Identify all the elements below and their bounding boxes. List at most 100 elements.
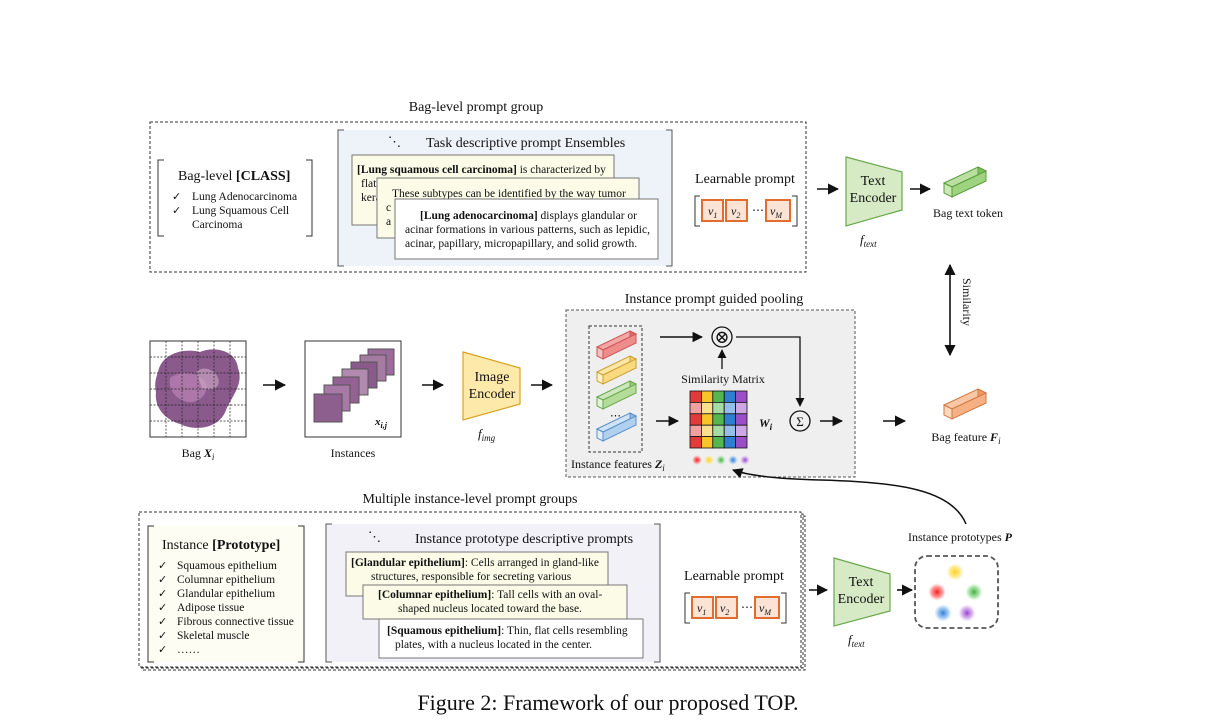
learnable-prompt-label: Learnable prompt bbox=[695, 172, 795, 187]
matrix-cell bbox=[689, 424, 702, 438]
bag-group-frame bbox=[149, 121, 807, 273]
token-box bbox=[754, 596, 780, 619]
prompt-card bbox=[394, 198, 659, 260]
prompt-card-text: [Lung adenocarcinoma] displays glandular… bbox=[420, 210, 637, 222]
instance-descriptive-prompts: ⋱ Instance prototype descriptive prompts… bbox=[325, 523, 661, 663]
similarity-matrix bbox=[689, 390, 748, 449]
matrix-cell bbox=[735, 424, 748, 438]
matrix-cell bbox=[701, 424, 714, 438]
check-icon: ✓ bbox=[158, 644, 167, 656]
matrix-cell bbox=[735, 413, 748, 426]
matrix-cell bbox=[701, 413, 714, 426]
matrix-cell bbox=[735, 401, 748, 415]
multiply-symbol: ⊗ bbox=[714, 327, 729, 347]
instances-var: xi,j bbox=[374, 416, 388, 430]
sum-symbol: Σ bbox=[796, 414, 804, 429]
prototype-item: Fibrous connective tissue bbox=[177, 616, 294, 628]
check-icon: ✓ bbox=[172, 205, 181, 217]
prompt-card-text: c bbox=[386, 202, 391, 214]
encoder-label: Encoder bbox=[469, 387, 516, 402]
prototype-red-icon bbox=[928, 583, 946, 601]
prototype-box: Instance [Prototype] ✓ Squamous epitheli… bbox=[147, 525, 305, 663]
check-icon: ✓ bbox=[158, 630, 167, 642]
token-box bbox=[701, 199, 724, 222]
token-box bbox=[725, 199, 748, 222]
similarity-label: Similarity bbox=[960, 278, 974, 326]
bag-text-token-bar bbox=[942, 166, 988, 198]
check-icon: ✓ bbox=[158, 560, 167, 572]
token-label: v1 bbox=[708, 204, 717, 220]
prompt-card-text: acinar, papillary, micropapillary, and s… bbox=[405, 238, 637, 250]
prototype-card-text: shaped nucleus located toward the base. bbox=[398, 603, 582, 615]
token-box bbox=[765, 199, 791, 222]
encoder-func: fimg bbox=[478, 426, 496, 443]
instances-image bbox=[304, 340, 402, 438]
matrix-cell bbox=[712, 390, 725, 403]
bag-class-item: Lung Squamous Cell bbox=[192, 205, 289, 217]
bag-group-title: Bag-level prompt group bbox=[409, 100, 544, 115]
encoder-label: Encoder bbox=[838, 592, 885, 607]
instance-prototypes-label: Instance prototypes P bbox=[908, 530, 1013, 544]
prototype-blue-icon bbox=[934, 604, 952, 622]
prototype-dot bbox=[740, 455, 750, 465]
matrix-cell bbox=[701, 390, 714, 403]
prototype-dot bbox=[704, 455, 714, 465]
token-label: vM bbox=[759, 601, 772, 617]
figure-caption: Figure 2: Framework of our proposed TOP. bbox=[417, 690, 799, 715]
bag-class-item: Carcinoma bbox=[192, 219, 242, 231]
feature-bar-yellow bbox=[595, 355, 638, 385]
prototype-card-text: structures, responsible for secreting va… bbox=[371, 571, 572, 583]
matrix-cell bbox=[689, 401, 702, 415]
matrix-cell bbox=[712, 424, 725, 438]
text-encoder-bottom: Text Encoder ftext bbox=[833, 557, 891, 649]
bag-level-prompt-group: Bag-level prompt group Bag-level [CLASS]… bbox=[149, 100, 807, 273]
text-encoder-top: Text Encoder ftext bbox=[845, 156, 903, 249]
feature-bar-blue bbox=[595, 412, 638, 442]
bag-class-item: Lung Adenocarcinoma bbox=[192, 191, 297, 203]
prototype-item: Skeletal muscle bbox=[177, 630, 250, 642]
check-icon: ✓ bbox=[158, 616, 167, 628]
matrix-cell bbox=[701, 401, 714, 415]
descriptive-dots-icon: ⋱ bbox=[368, 529, 381, 544]
prototype-card-text: plates, with a nucleus located in the ce… bbox=[395, 639, 592, 651]
matrix-cell bbox=[723, 401, 737, 415]
prototype-card bbox=[378, 618, 644, 659]
prototype-dot bbox=[692, 455, 702, 465]
learnable-token-row: v1 v2 ⋯ vM bbox=[694, 195, 798, 227]
instance-group-title: Multiple instance-level prompt groups bbox=[362, 492, 577, 507]
bag-feature-label: Bag feature Fi bbox=[931, 430, 1001, 446]
task-prompt-ensembles: ⋱ Task descriptive prompt Ensembles [Lun… bbox=[337, 129, 673, 267]
prototype-card-text: [Squamous epithelium]: Thin, flat cells … bbox=[387, 625, 628, 637]
feature-bar-red bbox=[595, 330, 638, 360]
encoder-label: Image bbox=[475, 370, 510, 385]
prompt-card-text: acinar formations in various patterns, s… bbox=[405, 224, 650, 236]
prototype-dot bbox=[728, 455, 738, 465]
prototype-item: Adipose tissue bbox=[177, 602, 244, 614]
token-label: v1 bbox=[697, 601, 706, 617]
ensemble-dots-icon: ⋱ bbox=[388, 134, 401, 149]
prototype-card-text: [Columnar epithelium]: Tall cells with a… bbox=[378, 589, 602, 601]
feature-bar-green bbox=[595, 380, 638, 410]
bag-feature-bar bbox=[942, 388, 988, 420]
feature-ellipsis: ⋯ bbox=[610, 410, 621, 422]
matrix-prototype-dots bbox=[692, 455, 750, 465]
matrix-cell bbox=[712, 413, 725, 426]
token-ellipsis: ⋯ bbox=[752, 203, 764, 217]
token-box bbox=[691, 596, 714, 619]
matrix-cell bbox=[735, 436, 748, 449]
matrix-cell bbox=[723, 390, 737, 403]
token-label: vM bbox=[770, 204, 783, 220]
prototype-card-text: [Glandular epithelium]: Cells arranged i… bbox=[351, 557, 599, 569]
descriptive-title: Instance prototype descriptive prompts bbox=[415, 532, 633, 547]
prompt-card-text: a bbox=[386, 216, 391, 228]
matrix-cell bbox=[701, 436, 714, 449]
matrix-cell bbox=[689, 436, 702, 449]
prototype-arrow bbox=[732, 468, 967, 525]
ensemble-title: Task descriptive prompt Ensembles bbox=[426, 136, 625, 151]
matrix-cell bbox=[712, 436, 725, 449]
token-box bbox=[715, 596, 738, 619]
matrix-cell bbox=[723, 436, 737, 449]
multiply-icon bbox=[711, 326, 733, 348]
encoder-func: ftext bbox=[848, 632, 865, 649]
instance-features-label: Instance features Zi bbox=[571, 457, 665, 473]
